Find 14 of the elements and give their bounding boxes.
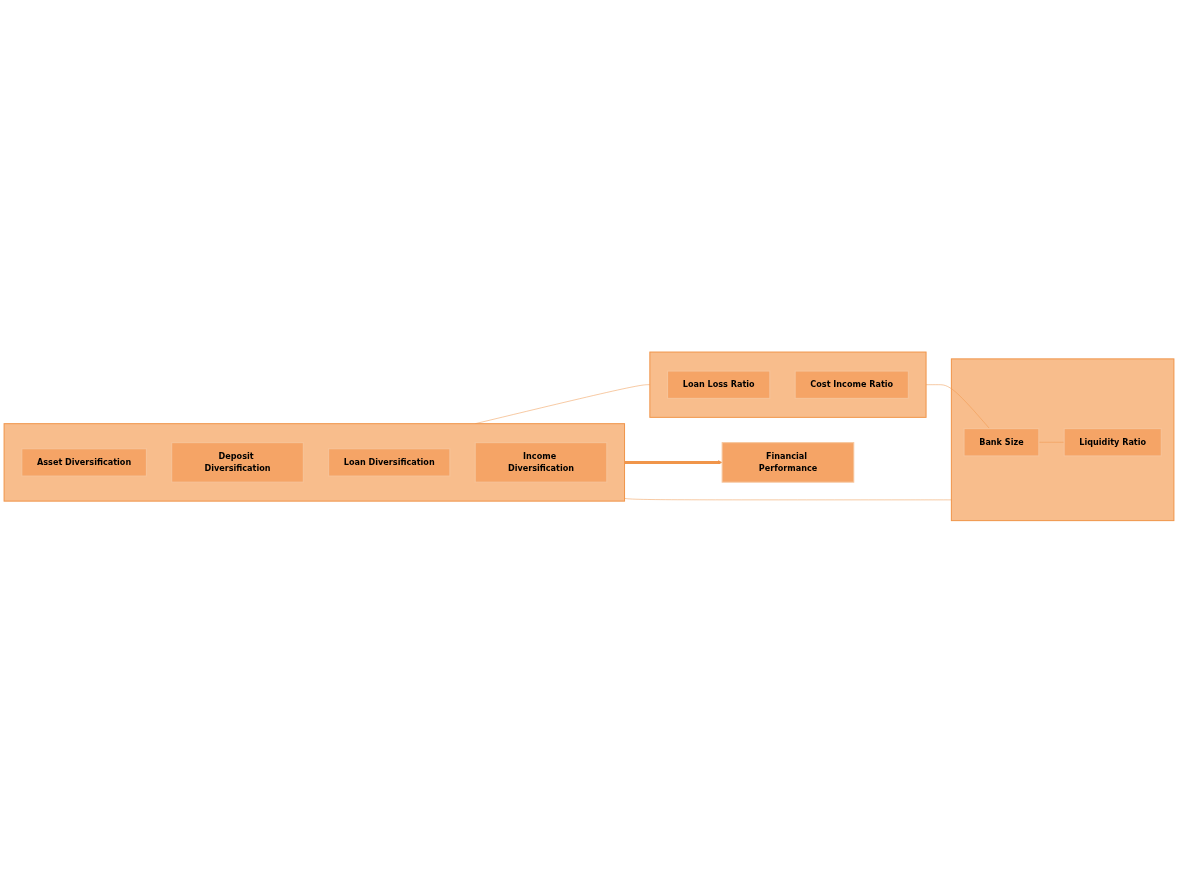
node-box: Asset Diversification [21,447,147,477]
cluster [649,351,927,418]
cluster [950,358,1175,521]
connector [624,497,952,500]
node-box: Financial Performance [721,441,855,483]
node-box: Income Diversification [474,441,608,483]
node-box: Loan Diversification [328,447,451,477]
node-box: Loan Loss Ratio [667,370,771,399]
node-box: Liquidity Ratio [1063,427,1162,457]
node-box: Cost Income Ratio [794,370,909,399]
node-box: Deposit Diversification [171,441,304,483]
node-box: Bank Size [963,427,1040,457]
cluster [3,422,626,502]
arrow [624,459,723,465]
